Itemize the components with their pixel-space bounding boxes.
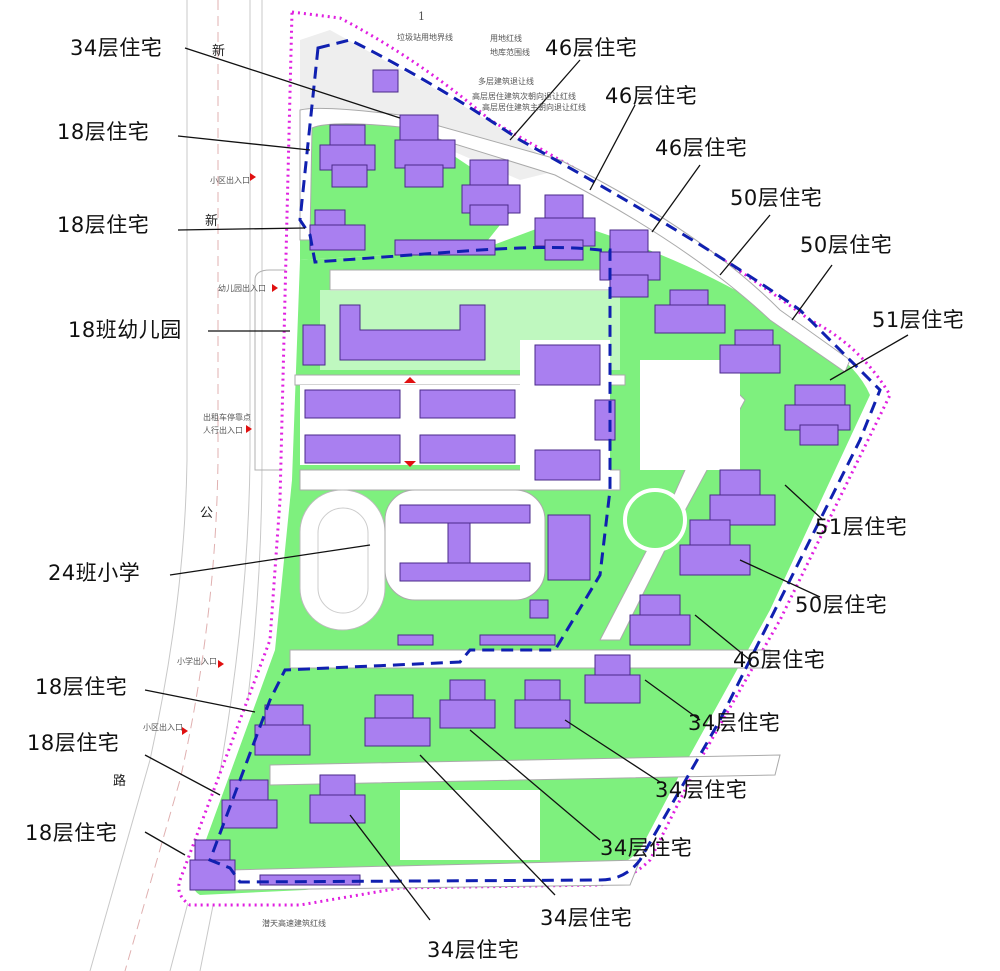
buildings: [189, 69, 851, 891]
callout-18f-sw-a: 18层住宅: [35, 675, 128, 699]
callout-34f-b: 34层住宅: [655, 778, 748, 802]
callout-34f-a: 34层住宅: [600, 836, 693, 860]
kindergarten-building: [339, 304, 486, 361]
callout-46f-a: 46层住宅: [545, 36, 638, 60]
tower-50f-a: [654, 289, 726, 334]
road-name-char: 新: [205, 214, 219, 229]
tower-34f-d: [309, 774, 366, 824]
entrance-label: 幼儿园出入口: [218, 284, 266, 293]
callout-18f-nw-b: 18层住宅: [57, 213, 150, 237]
section-mark: 1: [418, 10, 425, 23]
tower-50f-c: [679, 519, 751, 576]
entrance-markers: [182, 173, 416, 735]
tower-34f-b: [514, 679, 571, 729]
entrance-label: 小区出入口: [143, 723, 183, 732]
callout-kindergarten: 18班幼儿园: [68, 318, 182, 342]
tower-51f-a: [784, 384, 851, 446]
callout-18f-sw-c: 18层住宅: [25, 821, 118, 845]
road-name-char: 公: [200, 506, 214, 521]
entrance-label: 人行出入口: [203, 426, 243, 435]
legend-basement-line: 地库范围线: [490, 48, 530, 57]
callout-18f-sw-b: 18层住宅: [27, 731, 120, 755]
callout-46f-d: 46层住宅: [733, 648, 826, 672]
tower-46f-a: [461, 159, 521, 226]
legend-garbage-station-line: 垃圾站用地界线: [397, 33, 453, 42]
legend-multistorey-setback: 多层建筑退让线: [478, 77, 534, 86]
tower-50f-b: [719, 329, 781, 374]
callout-51f-a: 51层住宅: [872, 308, 965, 332]
entrance-label: 小学出入口: [177, 657, 217, 666]
callout-50f-b: 50层住宅: [800, 233, 893, 257]
callout-46f-b: 46层住宅: [605, 84, 698, 108]
tower-34f-c: [364, 694, 431, 747]
legend-highrise-secondary-setback: 高层居住建筑次朝向退让红线: [472, 92, 576, 101]
tower-46f-d: [629, 594, 691, 646]
legend-land-redline: 用地红线: [490, 34, 522, 43]
callout-34f-c: 34层住宅: [540, 906, 633, 930]
tower-46f-b: [534, 194, 596, 261]
callout-50f-c: 50层住宅: [795, 593, 888, 617]
entrance-label: 小区出入口: [210, 176, 250, 185]
tower-34f-top: [394, 114, 456, 188]
road-name-char: 新: [212, 44, 226, 59]
tower-18f-d: [221, 779, 278, 829]
tower-46f-c: [599, 229, 661, 298]
tower-34f-e: [584, 654, 641, 704]
callout-50f-a: 50层住宅: [730, 186, 823, 210]
callout-34f-top: 34层住宅: [70, 36, 163, 60]
basement-boundary: [208, 38, 882, 884]
legend-highrise-primary-setback: 高层居住建筑主朝向退让红线: [482, 103, 586, 112]
callout-51f-b: 51层住宅: [815, 515, 908, 539]
road-name-char: 路: [113, 774, 127, 789]
callout-46f-c: 46层住宅: [655, 136, 748, 160]
callout-primary-school: 24班小学: [48, 561, 141, 585]
tower-34f-a: [439, 679, 496, 729]
callout-34f-e: 34层住宅: [688, 711, 781, 735]
tower-18f-a: [319, 124, 376, 188]
tower-18f-b: [309, 209, 366, 251]
tower-18f-e: [189, 839, 236, 891]
expressway-redline-label: 潜天高速建筑红线: [262, 919, 326, 928]
callout-34f-d: 34层住宅: [427, 938, 520, 962]
tower-18f-c: [254, 704, 311, 756]
callout-18f-nw-a: 18层住宅: [57, 120, 150, 144]
callout-leader-lines: [144, 47, 909, 921]
entrance-label: 出租车停靠点: [203, 413, 251, 422]
